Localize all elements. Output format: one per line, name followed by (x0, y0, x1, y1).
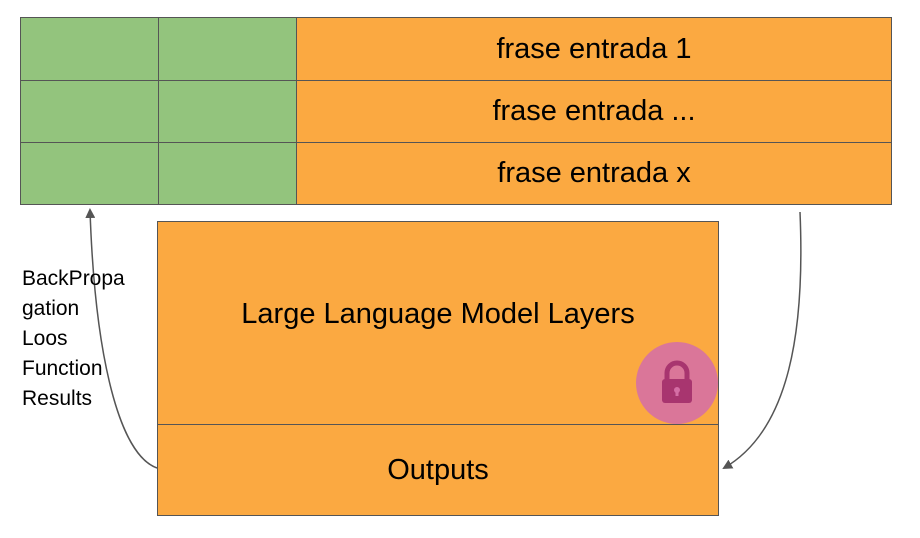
model-layers-label: Large Language Model Layers (241, 297, 635, 330)
outputs-box: Outputs (157, 424, 719, 516)
lock-glyph (662, 360, 692, 403)
row-3-sentence: frase entrada x (296, 142, 892, 205)
row-3-green-cell-b (158, 142, 297, 205)
row-2-sentence: frase entrada ... (296, 80, 892, 143)
row-2-green-cell-a (20, 80, 159, 143)
row-1-green-cell-a (20, 17, 159, 81)
model-layers-box: Large Language Model Layers (157, 221, 719, 425)
outputs-label: Outputs (387, 453, 489, 486)
lock-icon (636, 342, 718, 424)
row-3-green-cell-a (20, 142, 159, 205)
row-3-label: frase entrada x (497, 157, 691, 189)
row-1-label: frase entrada 1 (496, 32, 692, 65)
row-2-label: frase entrada ... (492, 95, 696, 127)
input-to-output-arrow (722, 211, 802, 469)
row-1-green-cell-b (158, 17, 297, 81)
backpropagation-label: BackPropa gation Loos Function Results (22, 267, 125, 410)
backprop-arrow (85, 208, 158, 469)
